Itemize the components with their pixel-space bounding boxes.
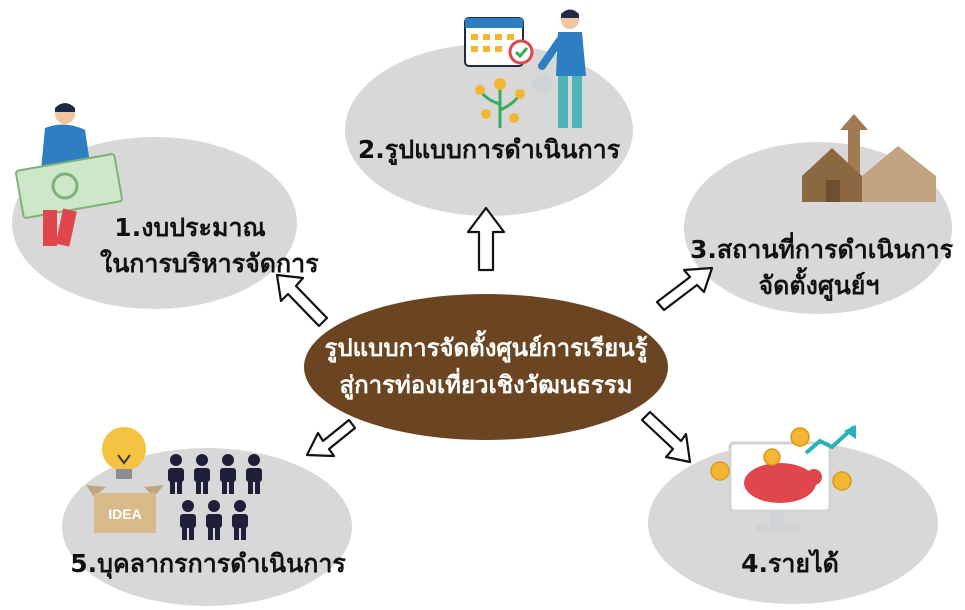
house-arrow-icon [802, 114, 936, 202]
money-plant-icon [475, 78, 525, 128]
arrow-to-location [655, 266, 714, 312]
person-money-icon [15, 103, 123, 247]
arrow-to-operation-model [466, 206, 506, 272]
budget-label: 1.งบประมาณ ในการบริหารจัดการ [100, 210, 319, 283]
people-group-icon [168, 454, 262, 540]
budget-line-2: ในการบริหารจัดการ [100, 249, 319, 279]
income-label: 4.รายได้ [741, 549, 839, 578]
arrow-to-income [640, 410, 692, 464]
location-line-1: 3.สถานที่การดำเนินการ [690, 235, 954, 264]
center-topic: รูปแบบการจัดตั้งศูนย์การเรียนรู้ สู่การท… [304, 294, 668, 440]
location-label: 3.สถานที่การดำเนินการ จัดตั้งศูนย์ฯ [690, 232, 954, 305]
center-line-2: สู่การท่องเที่ยวเชิงวัฒนธรรม [339, 371, 633, 399]
center-line-1: รูปแบบการจัดตั้งศูนย์การเรียนรู้ [324, 333, 648, 362]
location-line-2: จัดตั้งศูนย์ฯ [758, 271, 880, 301]
budget-line-1: 1.งบประมาณ [114, 213, 266, 242]
calendar-icon [464, 17, 534, 67]
lightbulb-box-icon: IDEA [86, 427, 164, 533]
personnel-label: 5.บุคลากรการดำเนินการ [70, 549, 346, 578]
arrow-to-budget [275, 273, 329, 328]
person-watering-icon [532, 9, 586, 128]
operation-model-label: 2.รูปแบบการดำเนินการ [357, 135, 621, 164]
idea-text: IDEA [108, 506, 141, 522]
monitor-piggy-icon [710, 425, 856, 531]
arrow-to-personnel [305, 418, 357, 458]
